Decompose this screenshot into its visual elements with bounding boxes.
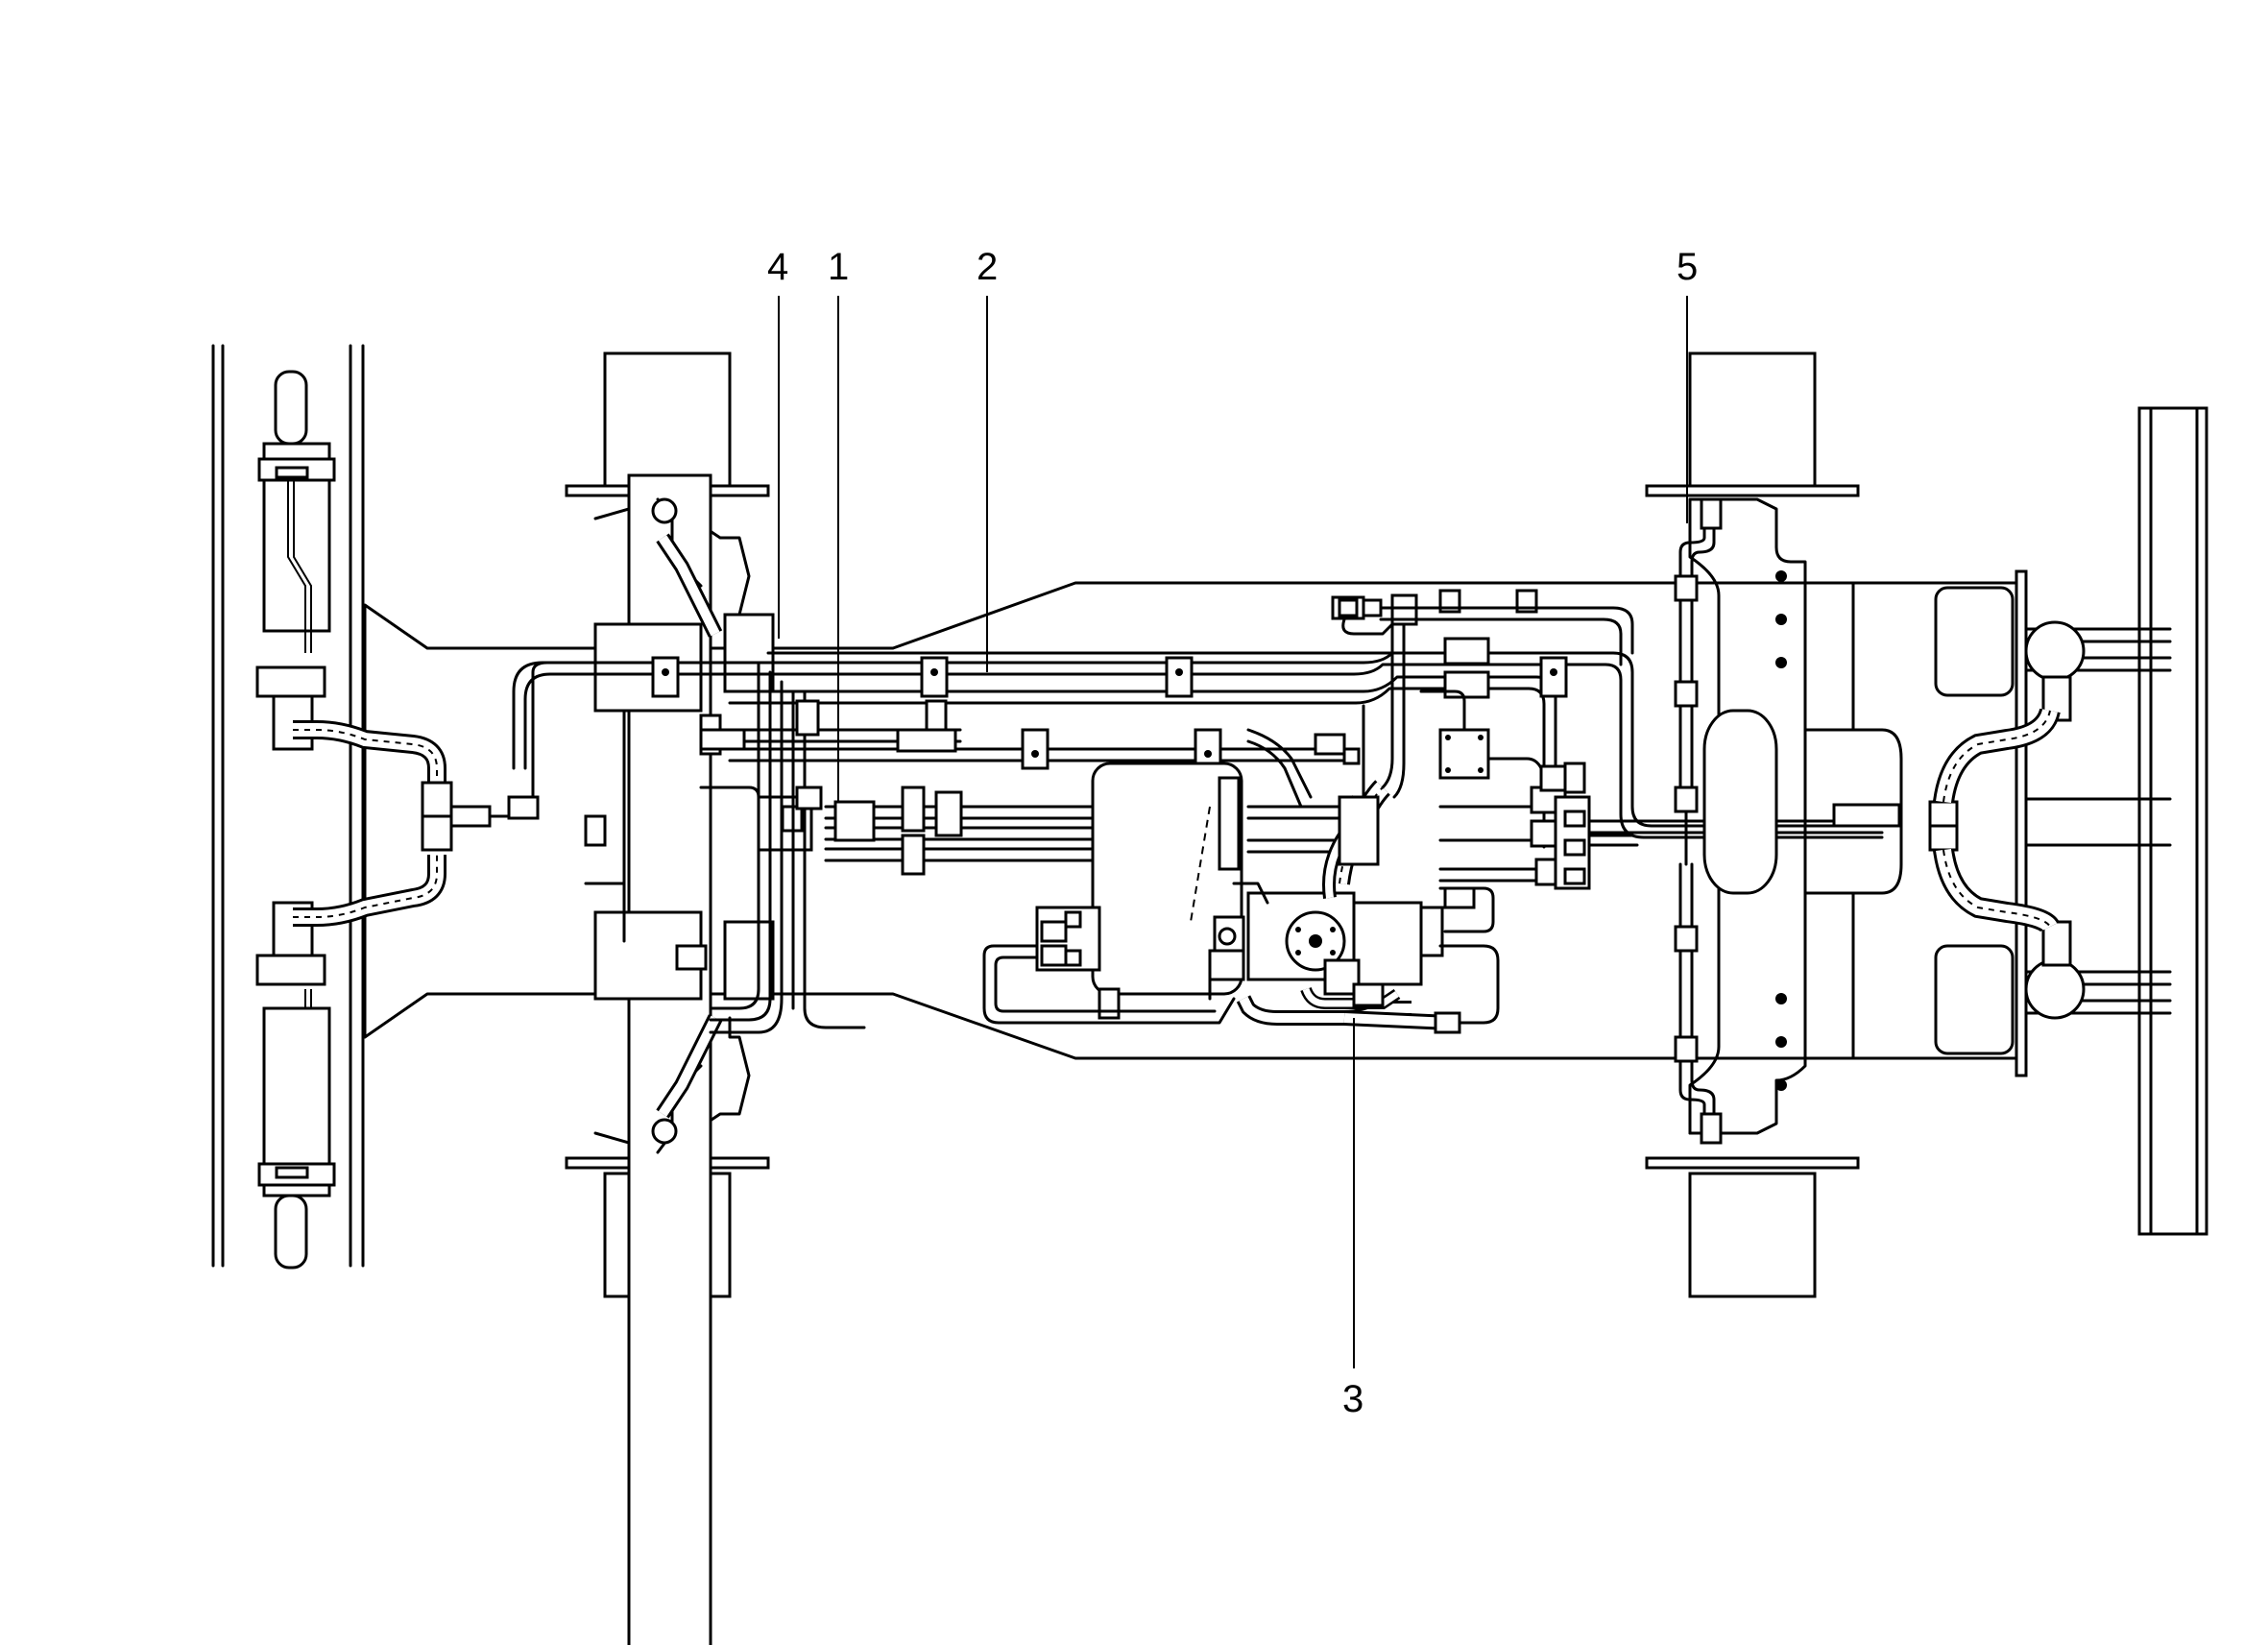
left-steering-cylinder-top: [255, 370, 336, 751]
callout-1: 1: [828, 246, 850, 288]
rear-axle-pipes: [1674, 497, 1723, 1145]
callout-2: 2: [977, 246, 999, 288]
rear-hoses: [1803, 707, 2061, 933]
leader-lines: [778, 296, 1688, 1368]
center-hoses: [1246, 593, 1406, 899]
left-valve-block: [982, 906, 1236, 1025]
pump-hose-loop: [1236, 982, 1461, 1034]
left-rails: [211, 344, 365, 1268]
front-axle: [565, 351, 813, 1645]
rear-frame: [1934, 406, 2208, 1236]
rear-axle: [1645, 351, 1903, 1298]
front-steering-arms: [651, 497, 723, 1154]
sensor-box: [1419, 689, 1586, 794]
callout-4: 4: [767, 246, 789, 288]
center-tank: [1091, 762, 1243, 1020]
top-center-connectors: [1331, 593, 1634, 666]
callout-5: 5: [1677, 246, 1699, 288]
callout-3: 3: [1342, 1378, 1364, 1420]
left-steering-cylinder-bottom: [255, 901, 336, 1270]
left-steering-hoses: [293, 661, 578, 927]
hydraulic-pump: [1208, 882, 1500, 1025]
